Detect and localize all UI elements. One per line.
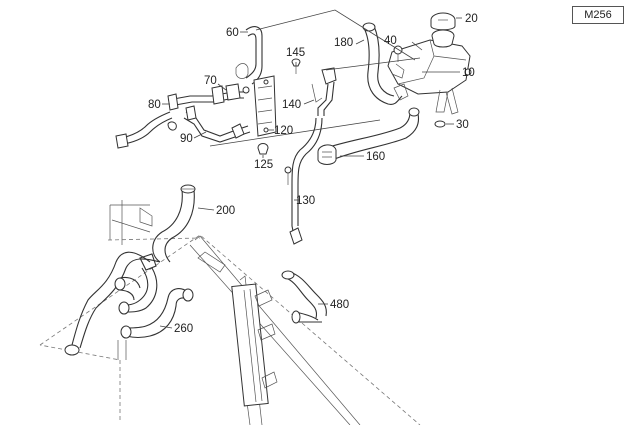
callout-140: 140: [282, 99, 301, 111]
hose-bundle-left: [64, 251, 194, 356]
washer-30: [434, 120, 446, 128]
callout-80: 80: [148, 99, 161, 111]
leader-lines: [159, 9, 462, 329]
radiator: [39, 234, 421, 425]
bracket-140: [311, 67, 337, 116]
pipe-130: [284, 117, 323, 245]
callout-40: 40: [384, 35, 397, 47]
hose-200: [152, 184, 196, 263]
callout-30: 30: [456, 119, 469, 131]
callout-200: 200: [216, 205, 235, 217]
callout-480: 480: [330, 299, 349, 311]
pipe-60: [235, 26, 263, 85]
bracket-120: [253, 75, 277, 137]
callout-260: 260: [174, 323, 193, 335]
callout-160: 160: [366, 151, 385, 163]
callout-10: 10: [462, 67, 475, 79]
callout-145: 145: [286, 47, 305, 59]
clip-125: [257, 143, 269, 155]
pipe-90: [167, 105, 251, 143]
callout-70: 70: [204, 75, 217, 87]
callout-180: 180: [334, 37, 353, 49]
callout-20: 20: [465, 13, 478, 25]
hose-480: [281, 270, 327, 324]
callout-120: 120: [274, 125, 293, 137]
expansion-tank: [387, 12, 472, 115]
callout-130: 130: [296, 195, 315, 207]
hose-160: [317, 107, 420, 165]
callout-125: 125: [254, 159, 273, 171]
model-badge: M256: [572, 6, 624, 24]
left-bracket: [107, 200, 201, 360]
callout-labels: 20 40 180 10 60 145 70 80 140 30 90 120 …: [148, 13, 478, 335]
callout-60: 60: [226, 27, 239, 39]
screw-145: [291, 58, 301, 74]
pipe-70-80: [115, 83, 250, 149]
callout-90: 90: [180, 133, 193, 145]
